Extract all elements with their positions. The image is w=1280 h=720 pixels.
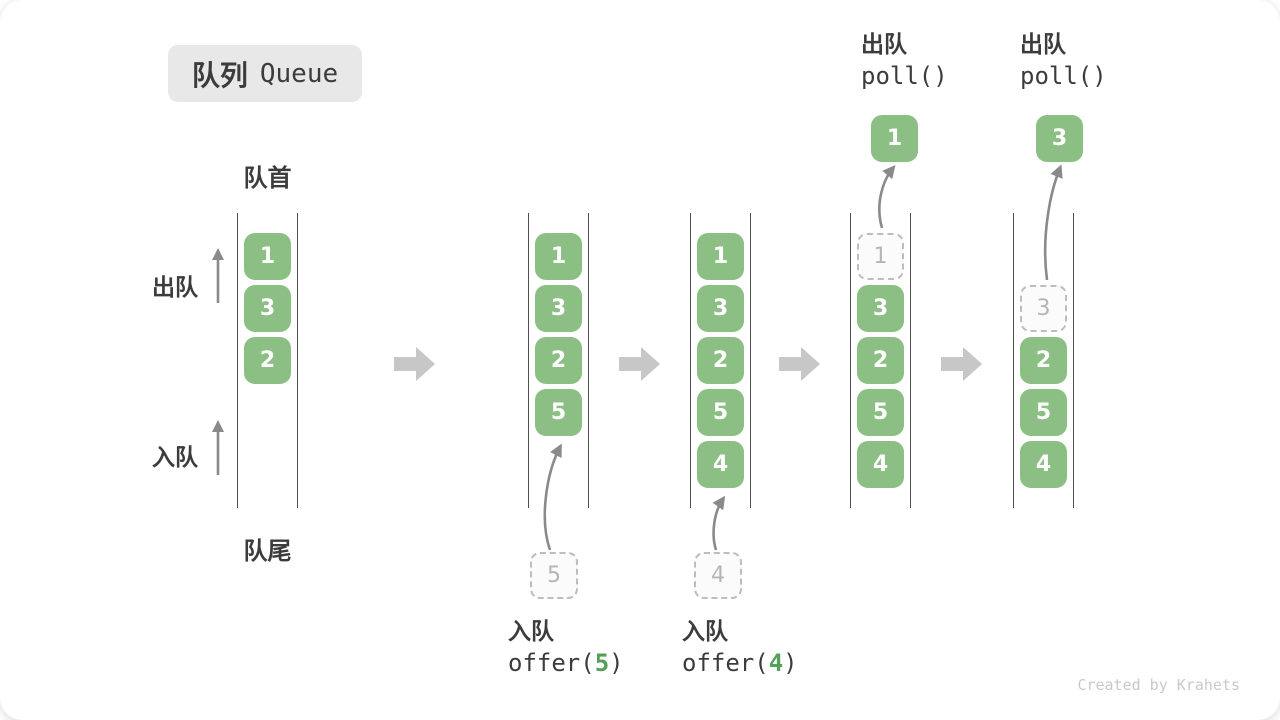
- queue-item: 1: [697, 233, 744, 280]
- enqueue-op-call: offer(4): [682, 649, 798, 677]
- queue-item: 1: [244, 233, 291, 280]
- flow-arrow-icon: [941, 347, 982, 381]
- enqueue-op-zh: 入队: [508, 618, 554, 644]
- dequeue-op-zh: 出队: [1020, 31, 1066, 57]
- queue-item: 4: [1020, 441, 1067, 488]
- queue-item: 5: [857, 389, 904, 436]
- removed-item-ghost: 1: [857, 233, 904, 280]
- queue-item: 4: [857, 441, 904, 488]
- enqueue-arrow-icon: [543, 443, 562, 551]
- queue-item: 5: [697, 389, 744, 436]
- queue-state-5: 3 2 5 4: [1013, 213, 1074, 508]
- queue-state-2: 1 3 2 5: [528, 213, 589, 508]
- queue-item: 2: [697, 337, 744, 384]
- dequeue-arrow-icon: [1043, 164, 1063, 281]
- dequeue-op-zh: 出队: [861, 31, 907, 57]
- enqueue-op-caption: 入队 offer(4): [682, 616, 798, 680]
- enqueue-op-caption: 入队 offer(5): [508, 616, 624, 680]
- title-badge: 队列 Queue: [168, 45, 362, 102]
- dequeue-op-caption: 出队 poll(): [861, 29, 948, 93]
- dequeue-op-caption: 出队 poll(): [1020, 29, 1107, 93]
- flow-arrow-icon: [619, 347, 660, 381]
- queue-item: 5: [535, 389, 582, 436]
- flow-arrow-icon: [394, 347, 435, 381]
- polled-element: 3: [1036, 115, 1083, 162]
- enqueue-op-call: offer(5): [508, 649, 624, 677]
- queue-item: 4: [697, 441, 744, 488]
- queue-item: 2: [1020, 337, 1067, 384]
- queue-state-3: 1 3 2 5 4: [690, 213, 751, 508]
- title-en: Queue: [259, 58, 339, 89]
- queue-item: 1: [535, 233, 582, 280]
- credit-text: Created by Krahets: [1077, 676, 1240, 694]
- dequeue-op-call: poll(): [1020, 62, 1107, 90]
- queue-rear-label: 队尾: [243, 538, 292, 565]
- queue-item: 2: [535, 337, 582, 384]
- queue-item: 2: [857, 337, 904, 384]
- enqueue-op-zh: 入队: [682, 618, 728, 644]
- incoming-element: 4: [694, 552, 742, 599]
- dequeue-op-call: poll(): [861, 62, 948, 90]
- title-zh: 队列: [191, 59, 248, 91]
- queue-item: 5: [1020, 389, 1067, 436]
- flow-arrow-icon: [779, 347, 820, 381]
- queue-state-4: 1 3 2 5 4: [850, 213, 911, 508]
- incoming-element: 5: [530, 552, 578, 599]
- dequeue-arrow-icon: [878, 165, 896, 229]
- queue-state-1: 1 3 2: [237, 213, 298, 508]
- dequeue-direction-label: 出队: [152, 274, 198, 300]
- queue-item: 3: [535, 285, 582, 332]
- up-arrow-icon: [212, 420, 224, 475]
- queue-item: 2: [244, 337, 291, 384]
- queue-item: 3: [857, 285, 904, 332]
- queue-item: 3: [244, 285, 291, 332]
- enqueue-arrow-icon: [712, 495, 726, 551]
- enqueue-direction-label: 入队: [152, 444, 198, 470]
- queue-front-label: 队首: [243, 165, 292, 192]
- polled-element: 1: [871, 115, 918, 162]
- removed-item-ghost: 3: [1020, 285, 1067, 332]
- queue-item: 3: [697, 285, 744, 332]
- up-arrow-icon: [212, 248, 224, 303]
